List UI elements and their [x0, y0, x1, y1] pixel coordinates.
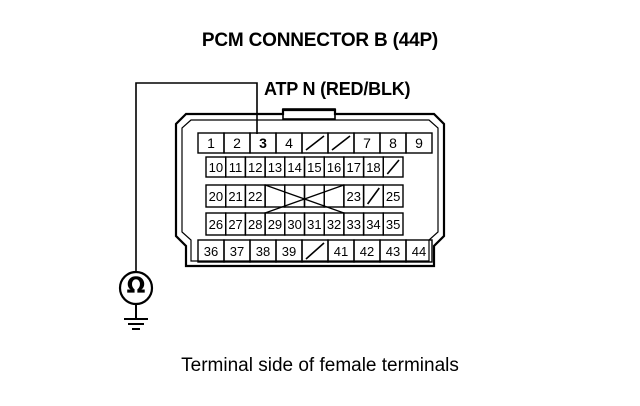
- pin-label-38: 38: [256, 244, 270, 259]
- pin-label-35: 35: [386, 217, 400, 232]
- pin-label-25: 25: [386, 189, 400, 204]
- pin-label-30: 30: [287, 217, 301, 232]
- pin-label-26: 26: [209, 217, 223, 232]
- pin-label-14: 14: [287, 160, 301, 175]
- blocked-cavity: [305, 242, 325, 260]
- pin-label-39: 39: [282, 244, 296, 259]
- pin-label-11: 11: [229, 160, 243, 175]
- pin-label-17: 17: [347, 160, 361, 175]
- signal-label: ATP N (RED/BLK): [264, 79, 411, 99]
- pin-label-12: 12: [248, 160, 262, 175]
- diagram-caption: Terminal side of female terminals: [181, 355, 459, 376]
- pin-label-1: 1: [207, 135, 215, 151]
- pin-25: [382, 184, 404, 208]
- pin-label-41: 41: [334, 244, 348, 259]
- connector-lock-tab: [282, 108, 336, 120]
- pin-label-10: 10: [209, 160, 223, 175]
- pin-label-27: 27: [228, 217, 242, 232]
- pin-label-9: 9: [415, 135, 423, 151]
- diagram-title: PCM CONNECTOR B (44P): [201, 30, 439, 51]
- pin-label-22: 22: [248, 189, 262, 204]
- pin-35: [382, 212, 404, 236]
- blocked-cavity: [366, 187, 380, 205]
- probe-wire: [135, 82, 258, 272]
- pin-label-32: 32: [327, 217, 341, 232]
- pin-label-34: 34: [366, 217, 380, 232]
- pin-label-37: 37: [230, 244, 244, 259]
- pin-label-43: 43: [386, 244, 400, 259]
- pin-label-2: 2: [233, 135, 241, 151]
- pin-empty: [382, 156, 404, 178]
- pin-label-21: 21: [228, 189, 242, 204]
- connector-housing-inner: [181, 119, 439, 262]
- pin-label-33: 33: [347, 217, 361, 232]
- blocked-cavity: [386, 159, 400, 175]
- pin-label-15: 15: [307, 160, 321, 175]
- pin-label-20: 20: [209, 189, 223, 204]
- pin-label-4: 4: [285, 135, 293, 151]
- pin-label-31: 31: [307, 217, 321, 232]
- pin-label-29: 29: [268, 217, 282, 232]
- pin-label-3: 3: [259, 135, 267, 151]
- pin-label-16: 16: [327, 160, 341, 175]
- pin-label-36: 36: [204, 244, 218, 259]
- pin-label-8: 8: [389, 135, 397, 151]
- pin-label-44: 44: [412, 244, 426, 259]
- pin-label-23: 23: [347, 189, 361, 204]
- ground-icon: [124, 304, 148, 330]
- connector-housing: [174, 108, 446, 268]
- ohmmeter-icon: Ω: [126, 274, 146, 299]
- pin-label-13: 13: [268, 160, 282, 175]
- ohmmeter-circle: [118, 270, 154, 306]
- pin-44: [405, 239, 433, 263]
- pin-label-42: 42: [360, 244, 374, 259]
- pin-9: [405, 132, 433, 154]
- pin-label-7: 7: [363, 135, 371, 151]
- pin-label-18: 18: [366, 160, 380, 175]
- pin-label-28: 28: [248, 217, 262, 232]
- blocked-region: [264, 184, 345, 214]
- blocked-cavity: [331, 135, 351, 151]
- blocked-cavity: [305, 135, 325, 151]
